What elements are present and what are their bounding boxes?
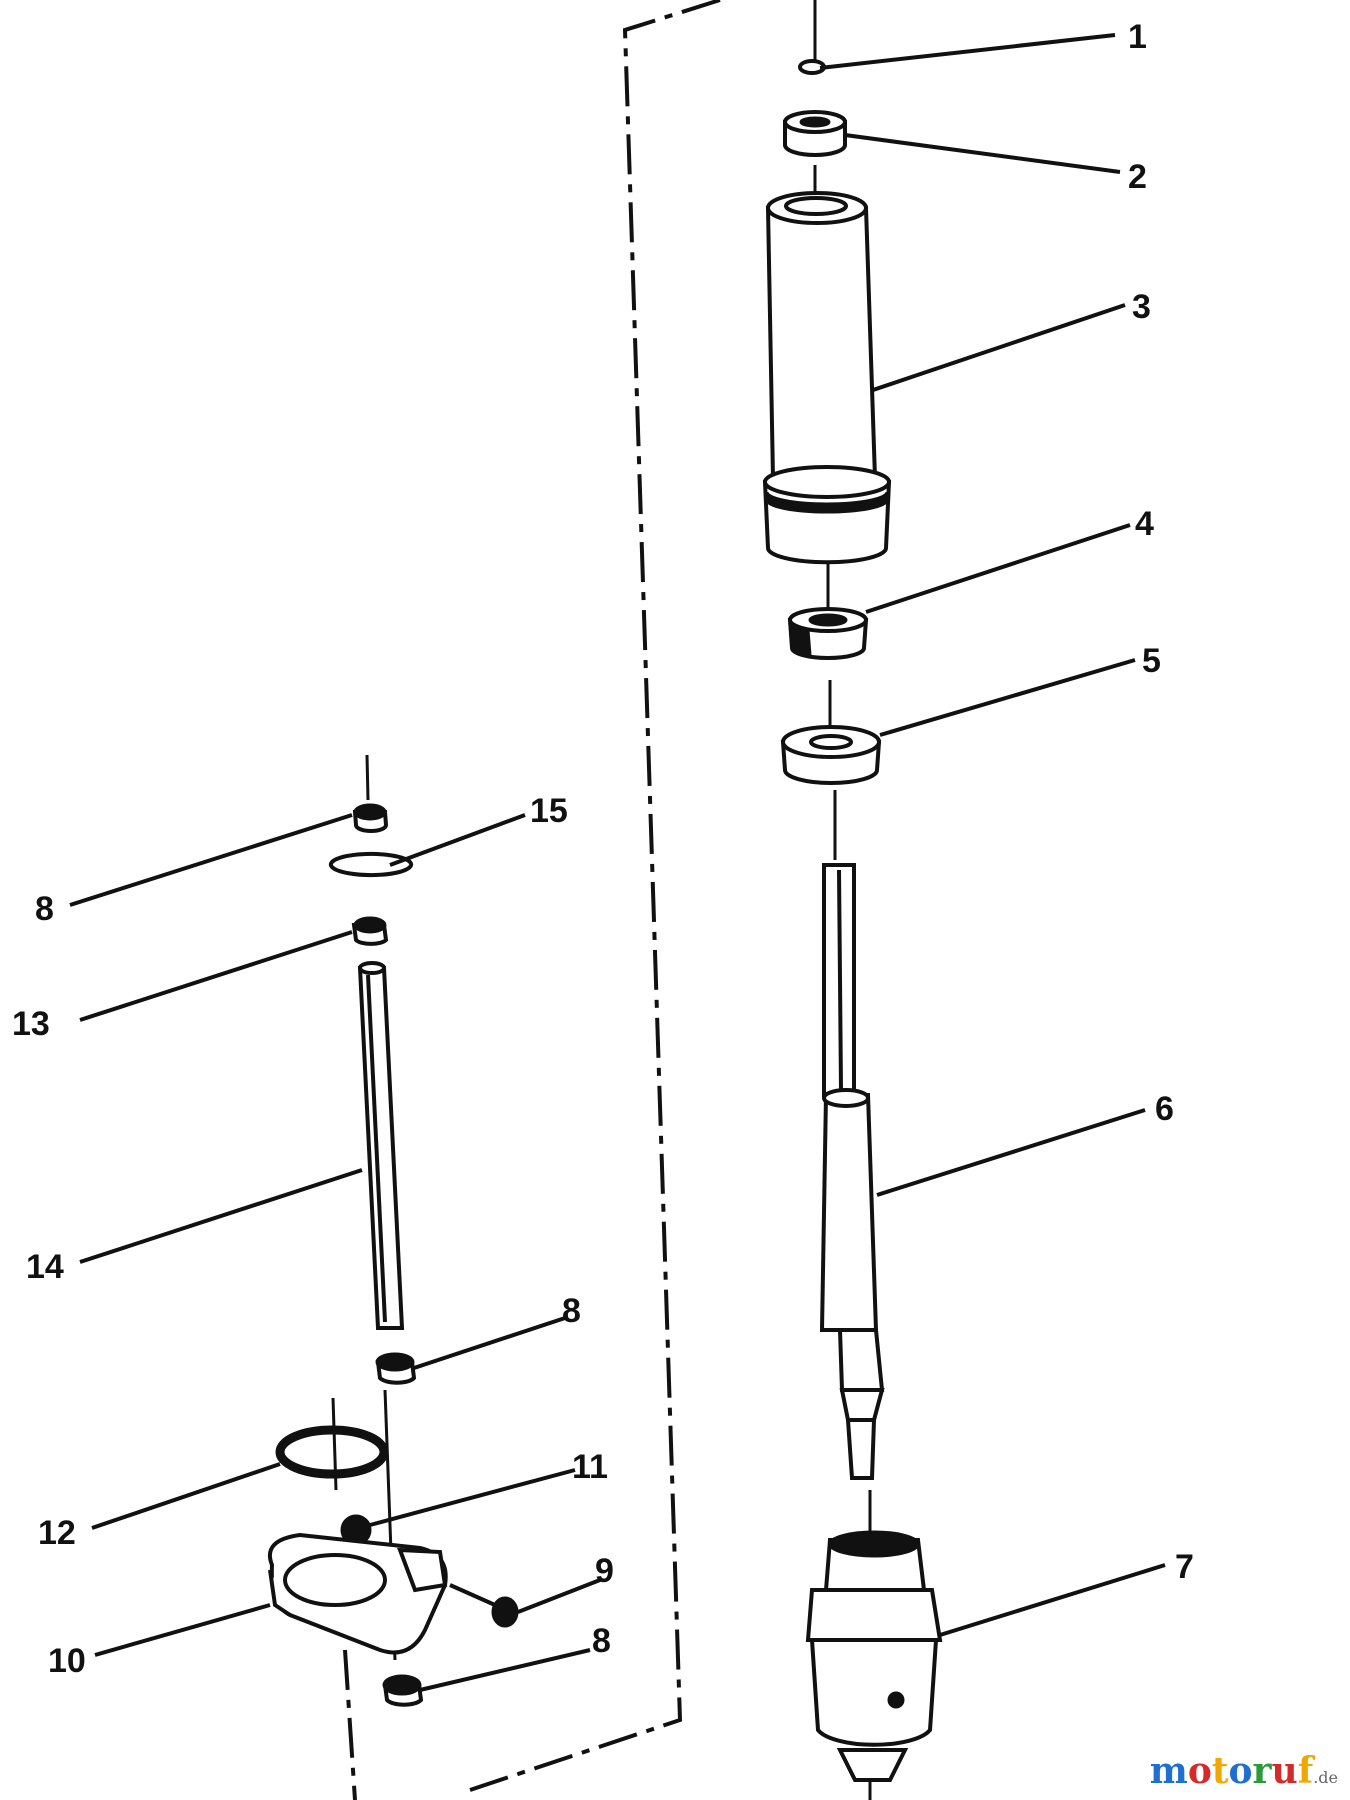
leader-10 (94, 1603, 271, 1657)
left-assembly-line (343, 1649, 357, 1800)
watermark-suffix: .de (1313, 1768, 1338, 1787)
leader-1 (819, 33, 1116, 70)
callout-14: 14 (26, 1248, 64, 1286)
callout-7: 7 (1175, 1548, 1194, 1586)
leader-15 (389, 813, 526, 867)
part-4-bearing (787, 607, 869, 660)
callout-15: 15 (530, 792, 568, 830)
callout-5: 5 (1142, 642, 1161, 680)
callout-2: 2 (1128, 158, 1147, 196)
leader-8-middle (413, 1316, 566, 1370)
leader-14 (79, 1168, 363, 1264)
leader-11 (369, 1468, 576, 1527)
callout-12: 12 (38, 1514, 76, 1552)
part-7-chuck (805, 1530, 943, 1782)
left-axis-seg (331, 1397, 338, 1491)
leader-8-top (69, 813, 353, 907)
leader-8-bottom (419, 1648, 591, 1692)
leader-12 (91, 1462, 281, 1530)
watermark-letter: r (1252, 1750, 1272, 1792)
callout-3: 3 (1132, 288, 1151, 326)
leader-5 (879, 658, 1136, 737)
part-2-bushing (783, 110, 847, 157)
part-5-collar (780, 725, 882, 785)
callout-8-bottom: 8 (592, 1622, 611, 1660)
callout-4: 4 (1135, 505, 1154, 543)
callout-6: 6 (1155, 1090, 1174, 1128)
callout-13: 13 (12, 1005, 50, 1043)
watermark-letter: m (1149, 1750, 1188, 1792)
watermark-letter: u (1271, 1750, 1298, 1792)
leader-4 (865, 523, 1131, 614)
leader-3 (872, 303, 1126, 392)
watermark-letter: f (1297, 1750, 1314, 1792)
callout-10: 10 (48, 1642, 86, 1680)
leader-7 (939, 1563, 1166, 1637)
part-9-bolt (449, 1583, 519, 1628)
leader-6 (876, 1108, 1146, 1197)
part-8-nut-bottom (382, 1674, 424, 1707)
leader-9 (517, 1578, 601, 1614)
watermark-logo: motoruf.de (1150, 1750, 1338, 1792)
left-axis (365, 754, 370, 801)
callout-8-top: 8 (35, 890, 54, 928)
part-14-rod (357, 961, 405, 1330)
leader-2 (844, 133, 1121, 174)
watermark-letter: o (1228, 1750, 1253, 1792)
watermark-letter: o (1187, 1750, 1212, 1792)
part-3-quill (762, 191, 892, 565)
part-8-nut-middle (375, 1352, 417, 1385)
part-15-lockwasher (328, 851, 414, 878)
part-6-spindle (819, 863, 885, 1480)
watermark-letter: t (1211, 1750, 1229, 1792)
part-12-snap-ring (275, 1425, 389, 1479)
part-10-bracket (268, 1532, 448, 1655)
leader-13 (79, 930, 353, 1022)
assembly-boundary-line (469, 0, 721, 1792)
callout-9: 9 (595, 1552, 614, 1590)
callout-1: 1 (1128, 18, 1147, 56)
part-13-nut (351, 916, 389, 946)
part-8-nut-top (352, 803, 389, 833)
callout-8-middle: 8 (562, 1292, 581, 1330)
callout-11: 11 (572, 1448, 608, 1486)
